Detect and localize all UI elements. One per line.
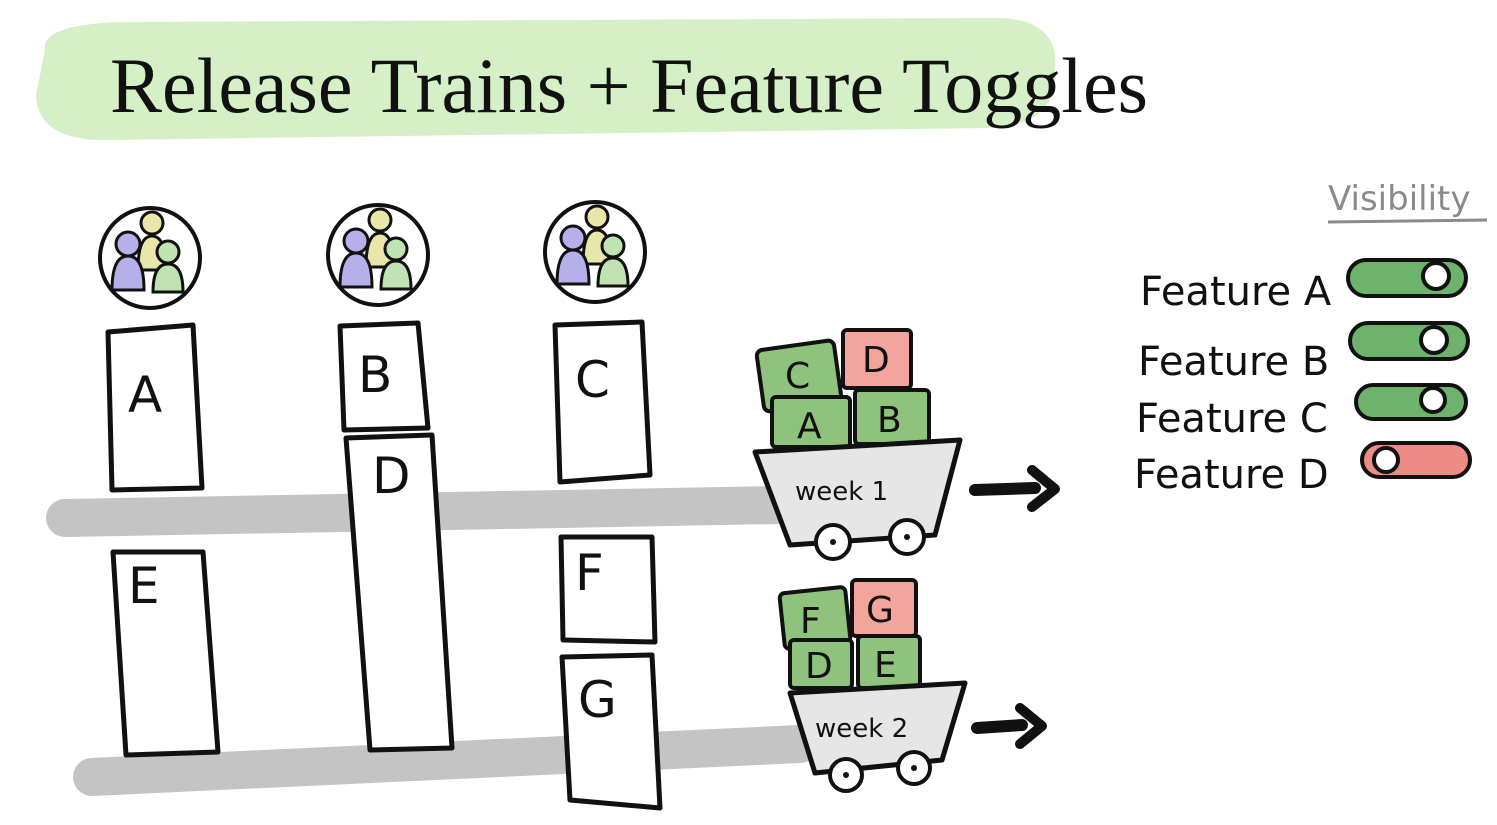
arrow-right-icon [969, 465, 1060, 512]
cart-week-1: week 1 [752, 437, 963, 561]
toggle-switch[interactable] [1354, 383, 1468, 421]
work-item-B: B [337, 320, 431, 433]
work-item-C: C [552, 319, 653, 485]
crate-B: B [853, 388, 931, 446]
crate-D: D [841, 328, 913, 390]
toggle-switch[interactable] [1346, 258, 1468, 298]
toggle-switch[interactable] [1348, 321, 1470, 361]
team-icon [326, 203, 430, 307]
crate-C: C [754, 338, 844, 414]
team-icon [98, 206, 202, 310]
work-item-label: E [128, 557, 160, 615]
feature-toggle-A: Feature A [1140, 258, 1468, 315]
work-item-label: B [358, 346, 392, 404]
visibility-heading: Visibility [1328, 179, 1471, 219]
team-icon [543, 200, 647, 304]
crate-G: G [850, 578, 918, 638]
cart-week-2: week 2 [787, 680, 968, 793]
work-item-G: G [559, 652, 663, 811]
visibility-underline [1327, 218, 1488, 224]
team-2 [326, 203, 430, 307]
work-item-D: D [343, 432, 455, 753]
feature-toggle-B: Feature B [1138, 321, 1470, 385]
visibility-panel: Visibility Feature A Feature B Feature C [1134, 179, 1488, 498]
work-item-label: F [575, 544, 604, 602]
work-item-E: E [110, 549, 221, 758]
work-item-label: A [128, 366, 162, 424]
work-item-label: D [372, 447, 411, 505]
crate-D: D [788, 638, 854, 690]
feature-label: Feature D [1134, 452, 1329, 498]
work-item-label: C [575, 351, 610, 409]
crate-label: A [797, 406, 822, 447]
crate-label: D [805, 646, 833, 687]
title-highlight [36, 18, 1056, 141]
diagram-title: Release Trains + Feature Toggles [110, 42, 1148, 129]
crate-label: D [862, 340, 890, 381]
work-items: A E D B C F G [105, 319, 663, 811]
feature-label: Feature C [1136, 396, 1328, 442]
title-banner: Release Trains + Feature Toggles [36, 18, 1148, 141]
crate-label: B [877, 400, 902, 441]
team-3 [543, 200, 647, 304]
feature-label: Feature B [1138, 339, 1329, 385]
crate-label: E [874, 645, 897, 686]
work-item-F: F [558, 534, 658, 645]
team-1 [98, 206, 202, 310]
crate-label: F [800, 601, 821, 642]
crate-label: G [866, 590, 894, 631]
feature-toggle-D: Feature D [1134, 441, 1472, 498]
work-item-label: G [578, 671, 617, 729]
train-week-2: F G D E week 2 [777, 578, 1047, 793]
feature-label: Feature A [1140, 269, 1332, 315]
arrow-right-icon [971, 703, 1047, 749]
toggle-switch[interactable] [1360, 441, 1472, 479]
feature-toggle-C: Feature C [1136, 383, 1468, 442]
train-week-1: C D A B week 1 [752, 328, 1060, 561]
crate-label: C [785, 356, 810, 397]
track-week-2 [73, 725, 819, 796]
cart-label: week 2 [815, 714, 908, 744]
work-item-A: A [105, 322, 205, 493]
cart-label: week 1 [795, 477, 888, 507]
crate-A: A [770, 395, 852, 449]
crate-E: E [856, 634, 922, 690]
